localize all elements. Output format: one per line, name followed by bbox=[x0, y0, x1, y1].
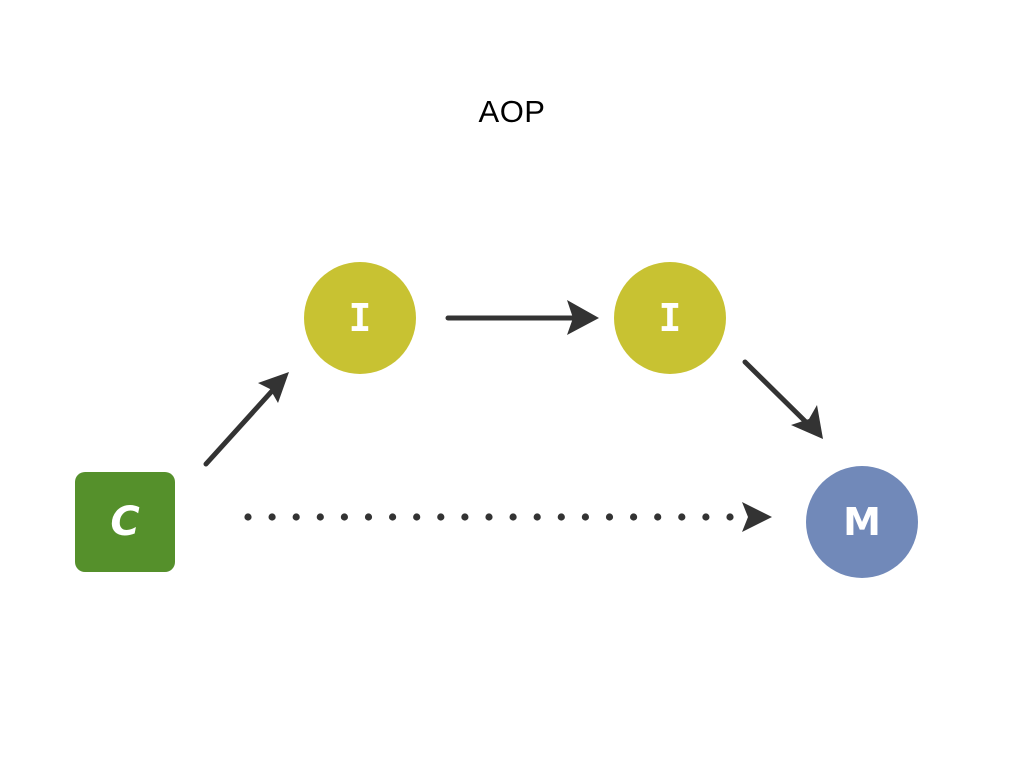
dotted-edge-dot bbox=[340, 513, 348, 521]
dotted-edge-dot bbox=[364, 513, 373, 521]
dotted-edge-dot bbox=[581, 513, 590, 521]
dotted-edge-dot bbox=[244, 513, 252, 521]
dotted-edge-dot bbox=[292, 513, 300, 521]
node-m: M bbox=[806, 466, 918, 578]
dotted-edge-dot bbox=[533, 513, 541, 521]
dotted-edge-dot bbox=[726, 513, 734, 521]
edge-c-to-m-dotted bbox=[244, 502, 772, 532]
dotted-edge-dot bbox=[678, 513, 686, 521]
diagram-title: AOP bbox=[478, 94, 546, 129]
node-i-1-label: I bbox=[348, 296, 372, 340]
node-i-2: I bbox=[614, 262, 726, 374]
dotted-edge-dot bbox=[437, 513, 445, 521]
dotted-edge-dot bbox=[557, 513, 565, 521]
node-i-2-label: I bbox=[658, 296, 682, 340]
dotted-edge-dot bbox=[702, 513, 710, 521]
edge-c-to-i1 bbox=[203, 372, 289, 467]
node-c-label: C bbox=[110, 499, 140, 545]
node-m-label: M bbox=[843, 500, 881, 544]
dotted-edge-dot bbox=[268, 513, 276, 521]
edge-i1-to-i2 bbox=[445, 300, 599, 335]
dotted-edge-dot bbox=[316, 513, 324, 521]
node-i-1: I bbox=[304, 262, 416, 374]
edge-i2-to-m bbox=[742, 359, 823, 439]
dotted-edge-dot bbox=[605, 513, 614, 521]
dotted-edge-dot bbox=[630, 513, 638, 521]
dotted-edge-dot bbox=[485, 513, 493, 521]
node-c: C bbox=[75, 472, 175, 572]
dotted-edge-dot bbox=[461, 513, 469, 521]
dotted-edge-dot bbox=[413, 513, 421, 521]
dotted-edge-dot bbox=[654, 513, 662, 521]
dotted-edge-dot bbox=[389, 513, 397, 521]
dotted-edge-dot bbox=[509, 513, 517, 521]
